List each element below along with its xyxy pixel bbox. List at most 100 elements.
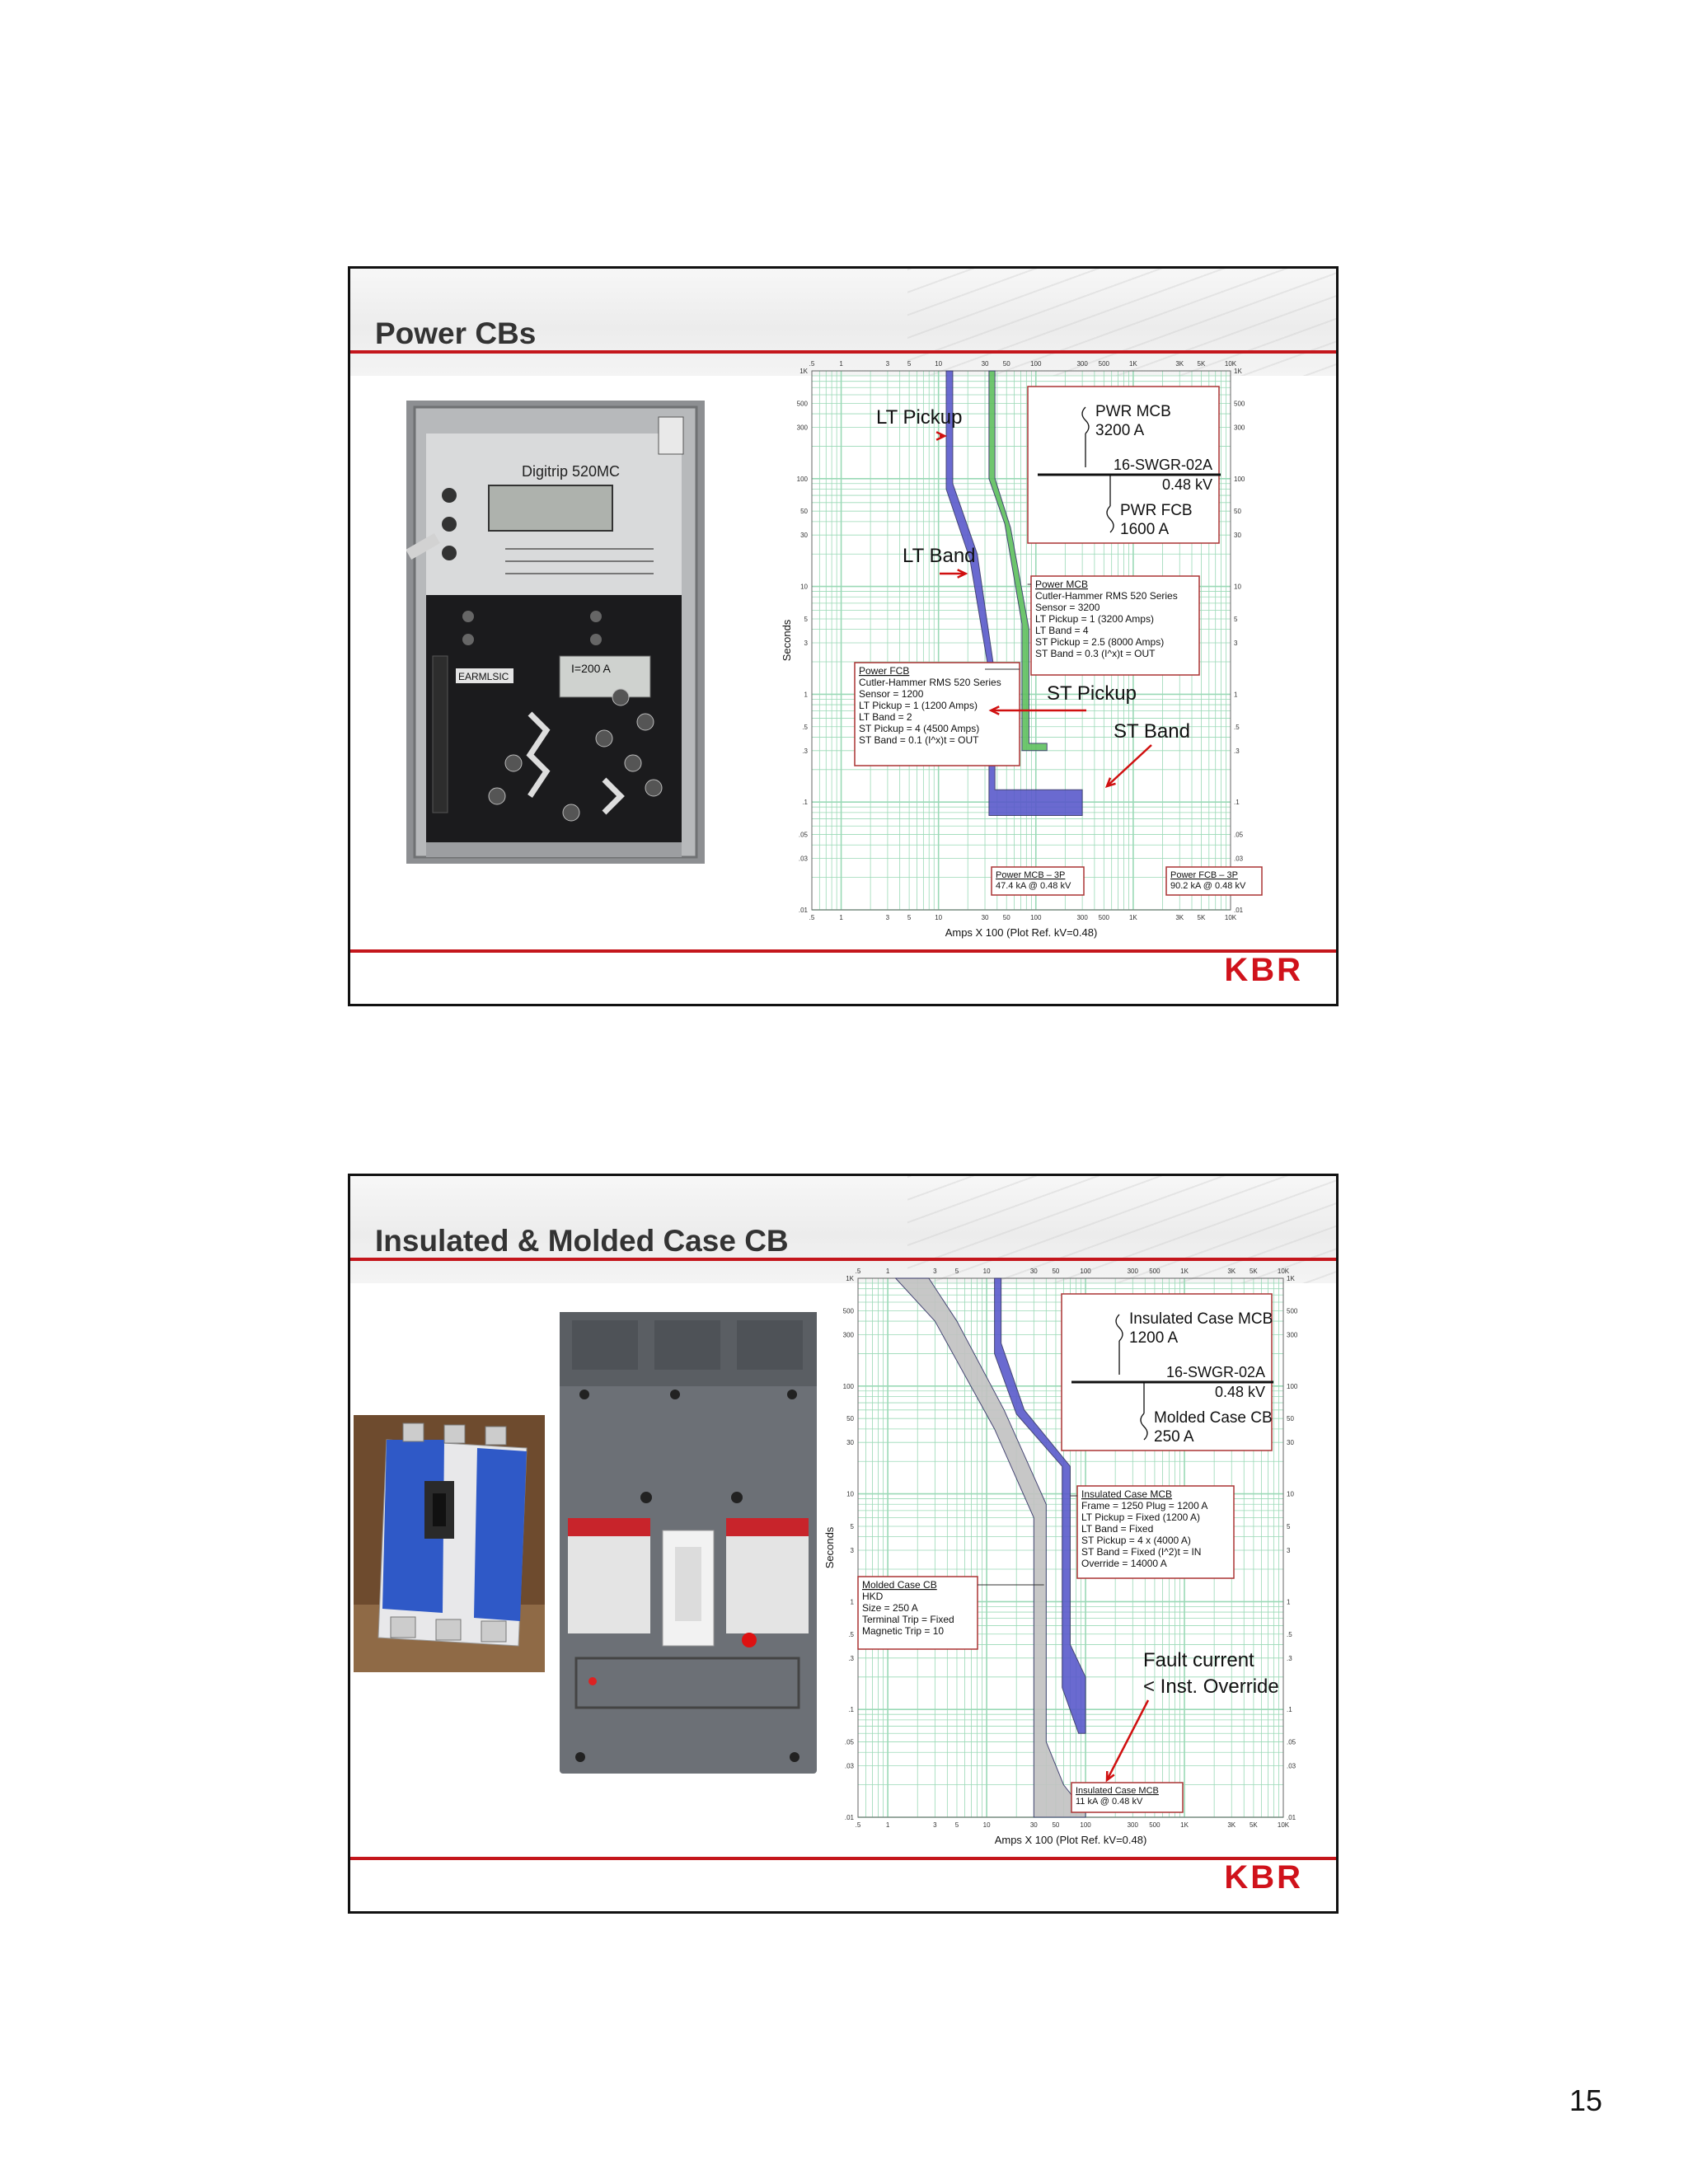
- y-tick-label-right: 3: [1234, 640, 1238, 647]
- x-tick-label-top: 5: [907, 360, 912, 368]
- arrow-st-band-head: [1104, 777, 1116, 788]
- one-line-diagram-insulated-frame: [1061, 1293, 1273, 1451]
- header-divider: [350, 350, 1336, 354]
- bus-name: 16-SWGR-02A: [1166, 1364, 1265, 1380]
- y-tick-label-left: .5: [802, 724, 808, 731]
- x-tick-label-top: 300: [1076, 360, 1088, 368]
- x-tick-label-top: 50: [1052, 1268, 1059, 1275]
- x-tick-label-top: 5K: [1198, 360, 1206, 368]
- x-tick-label-top: 1: [839, 360, 843, 368]
- y-tick-label-right: 30: [1287, 1439, 1294, 1446]
- x-tick-label-top: 10: [935, 360, 942, 368]
- slide-power-cbs: Power CBs Digitrip 520MC EARMLSIC I=200 …: [348, 266, 1339, 1006]
- x-tick-label-bottom: 3: [886, 914, 890, 921]
- x-tick-label-top: .5: [809, 360, 815, 368]
- y-tick-label-right: 1K: [1234, 368, 1242, 375]
- x-tick-label-bottom: 5: [907, 914, 912, 921]
- power-mcb-settings-box-title: Power MCB: [1035, 579, 1088, 590]
- y-tick-label-left: .3: [848, 1655, 854, 1662]
- power-fcb-fault-box-frame: [1165, 866, 1263, 896]
- footer-divider: [350, 949, 1336, 953]
- tcc-chart-power: .5.5113355101030305050100100300300500500…: [781, 360, 1263, 939]
- x-tick-label-bottom: 5K: [1198, 914, 1206, 921]
- molded-case-settings-box-line: HKD: [862, 1591, 884, 1602]
- x-tick-label-top: 100: [1080, 1268, 1091, 1275]
- y-tick-label-left: 5: [851, 1523, 855, 1530]
- molded-case-settings-box-line: Magnetic Trip = 10: [862, 1625, 944, 1637]
- x-tick-label-bottom: 30: [1030, 1821, 1038, 1829]
- bus-name: 16-SWGR-02A: [1114, 457, 1212, 473]
- fcb-rating: 250 A: [1154, 1428, 1194, 1446]
- molded-case-settings-box-line: Size = 250 A: [862, 1602, 918, 1614]
- x-tick-label-bottom: 500: [1099, 914, 1110, 921]
- y-tick-label-right: 300: [1287, 1331, 1298, 1338]
- y-tick-label-right: .03: [1287, 1763, 1296, 1770]
- x-axis-label: Amps X 100 (Plot Ref. kV=0.48): [995, 1834, 1147, 1846]
- power-mcb-settings-box-line: LT Band = 4: [1035, 625, 1089, 636]
- y-tick-label-right: 1K: [1287, 1275, 1295, 1282]
- x-tick-label-bottom: 5K: [1250, 1821, 1258, 1829]
- slide-insulated-molded-cb: Insulated & Molded Case CB: [348, 1174, 1339, 1914]
- y-tick-label-left: 500: [797, 400, 809, 407]
- power-mcb-settings-box-line: LT Pickup = 1 (3200 Amps): [1035, 613, 1154, 625]
- arrow-fault-current: [1105, 1699, 1150, 1783]
- breaker-symbol-mcb: [1081, 406, 1090, 434]
- molded-case-cb-trip-band: [894, 1277, 1086, 1818]
- breaker-symbol-fcb: [1140, 1413, 1148, 1441]
- footer-divider: [350, 1857, 1336, 1860]
- slide-title: Power CBs: [375, 316, 537, 350]
- power-fcb-settings-box-line: LT Band = 2: [859, 711, 912, 723]
- y-tick-label-right: 10: [1234, 583, 1241, 591]
- annotation-st-band: ST Band: [1114, 720, 1190, 743]
- power-fcb-settings-box-line: ST Pickup = 4 (4500 Amps): [859, 723, 979, 734]
- x-tick-label-top: 1: [886, 1268, 890, 1275]
- y-tick-label-left: .01: [845, 1814, 855, 1821]
- molded-case-settings-box-title: Molded Case CB: [862, 1579, 937, 1591]
- header-divider: [350, 1258, 1336, 1261]
- y-tick-label-left: 30: [846, 1439, 854, 1446]
- fcb-name: Molded Case CB: [1154, 1409, 1273, 1427]
- x-tick-label-bottom: 30: [982, 914, 989, 921]
- power-fcb-fault-box-line: 90.2 kA @ 0.48 kV: [1170, 881, 1246, 891]
- photo-label-text: EARMLSIC: [458, 671, 509, 682]
- x-tick-label-bottom: 300: [1128, 1821, 1139, 1829]
- x-tick-label-top: 50: [1003, 360, 1010, 368]
- y-tick-label-right: .5: [1287, 1631, 1292, 1638]
- y-tick-label-left: 300: [843, 1331, 855, 1338]
- y-tick-label-left: 1: [851, 1598, 855, 1605]
- y-tick-label-left: 1K: [846, 1275, 854, 1282]
- y-tick-label-right: 30: [1234, 532, 1241, 539]
- x-tick-label-top: 500: [1099, 360, 1110, 368]
- y-tick-label-right: .05: [1287, 1739, 1296, 1746]
- breaker-symbol-mcb: [1115, 1314, 1123, 1342]
- y-tick-label-left: 10: [800, 583, 808, 591]
- x-tick-label-top: 300: [1128, 1268, 1139, 1275]
- x-tick-label-bottom: 10K: [1225, 914, 1237, 921]
- power-mcb-fault-box-title: Power MCB – 3P: [996, 870, 1065, 880]
- insulated-mcb-settings-box-line: LT Pickup = Fixed (1200 A): [1081, 1511, 1200, 1523]
- y-tick-label-right: 1: [1287, 1598, 1291, 1605]
- slide-header-background: [350, 269, 1336, 376]
- insulated-mcb-settings-box-line: LT Band = Fixed: [1081, 1523, 1153, 1535]
- y-axis-label: Seconds: [823, 1526, 836, 1568]
- power-mcb-settings-box-line: Sensor = 3200: [1035, 602, 1100, 613]
- kbr-logo: KBR: [1224, 952, 1303, 988]
- trip-unit-photo: Digitrip 520MC EARMLSIC I=200 A: [406, 401, 705, 864]
- x-tick-label-top: 1K: [1180, 1268, 1189, 1275]
- insulated-case-breaker-photo: [551, 1312, 823, 1778]
- y-tick-label-left: .1: [802, 799, 808, 806]
- arrow-st-band: [1104, 744, 1152, 788]
- power-mcb-fault-box-line: 47.4 kA @ 0.48 kV: [996, 881, 1071, 891]
- y-tick-label-left: 100: [843, 1383, 855, 1390]
- x-tick-label-bottom: .5: [809, 914, 815, 921]
- x-tick-label-bottom: 10K: [1278, 1821, 1290, 1829]
- y-tick-label-right: 50: [1287, 1415, 1294, 1422]
- insulated-mcb-settings-box-title: Insulated Case MCB: [1081, 1488, 1172, 1500]
- annotation-lt-pickup: LT Pickup: [876, 406, 963, 429]
